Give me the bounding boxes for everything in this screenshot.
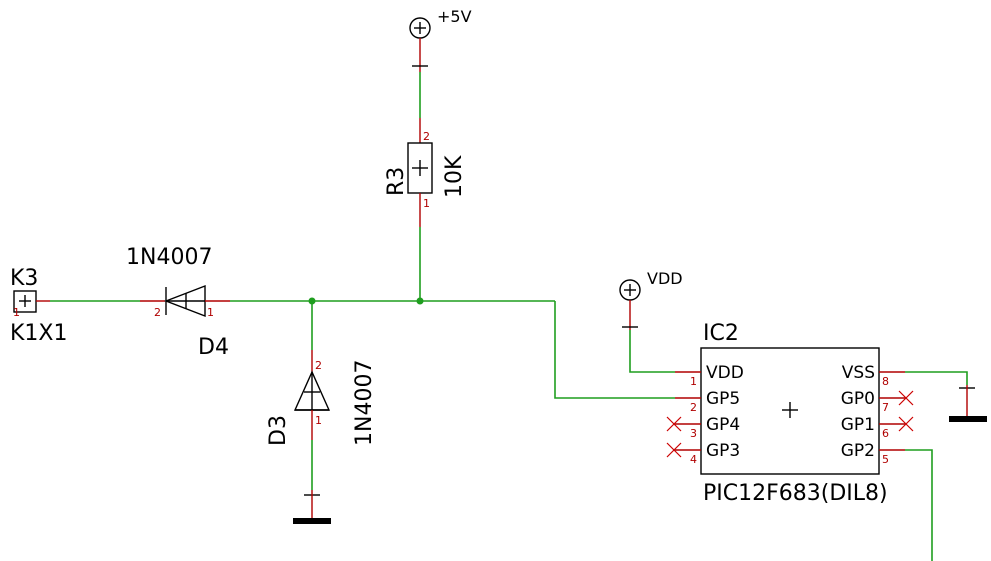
ic-pin-num: 5	[882, 453, 889, 466]
ic-pin-name: GP3	[706, 441, 740, 461]
diode-d4: 2 1 1N4007 D4	[126, 245, 230, 360]
wire-vss-gnd	[905, 371, 968, 385]
ic-pin-num: 1	[690, 375, 697, 388]
connector-k3: 1 K3 K1X1	[10, 266, 68, 346]
ic-pin-num: 2	[690, 401, 697, 414]
d4-value: 1N4007	[126, 245, 212, 270]
junction-dot	[416, 297, 424, 305]
r3-value: 10K	[442, 155, 467, 198]
no-connect-marker	[666, 442, 682, 458]
k3-pin-num: 1	[13, 306, 20, 319]
ic-ic2: IC2 PIC12F683(DIL8) 1 2 3 4 VDD GP5 GP4 …	[666, 321, 914, 506]
ic-body	[700, 347, 880, 475]
ic-pin-num: 6	[882, 427, 889, 440]
supply-vdd: VDD	[619, 269, 683, 330]
ic-pin-name: VSS	[842, 363, 875, 383]
no-connect-marker	[898, 416, 914, 432]
d3-ref: D3	[266, 415, 291, 446]
ic-ref: IC2	[703, 321, 739, 346]
d4-ref: D4	[198, 335, 229, 360]
wire-node-gp5	[554, 301, 675, 399]
ic-pin-num: 7	[882, 401, 889, 414]
ic-pin-name: GP1	[841, 415, 875, 435]
d3-pin-bottom-num: 1	[315, 414, 322, 427]
d3-pin-top-num: 2	[315, 359, 322, 372]
supply-5v: +5V	[409, 7, 472, 72]
d4-pin-k-num: 1	[207, 306, 214, 319]
wire-vdd-ic	[629, 330, 675, 373]
no-connect-marker	[666, 416, 682, 432]
ic-pin-name: VDD	[706, 363, 744, 383]
no-connect-marker	[898, 390, 914, 406]
ground-vss	[949, 385, 987, 422]
ground-d3	[293, 490, 331, 524]
k3-ref: K3	[10, 266, 38, 291]
wire-gp2-out	[905, 449, 933, 561]
ic-pin-num: 8	[882, 375, 889, 388]
ic-pin-name: GP4	[706, 415, 740, 435]
ic-pin-name: GP5	[706, 389, 740, 409]
ic-pin-num: 4	[690, 453, 697, 466]
gnd-bar	[293, 518, 331, 524]
resistor-r3: 2 1 R3 10K	[384, 118, 467, 227]
r3-pin-top-num: 2	[423, 130, 430, 143]
supply-vdd-label: VDD	[647, 269, 683, 288]
supply-5v-label: +5V	[437, 7, 472, 26]
r3-ref: R3	[384, 167, 409, 196]
wires	[50, 72, 968, 561]
gnd-bar	[949, 416, 987, 422]
k3-value: K1X1	[10, 321, 68, 346]
d3-value: 1N4007	[352, 360, 377, 446]
ic-value: PIC12F683(DIL8)	[703, 481, 888, 506]
ic-pin-name: GP0	[841, 389, 875, 409]
ic-pin-name: GP2	[841, 441, 875, 461]
d4-pin-a-num: 2	[154, 306, 161, 319]
diode-d3: 2 1 D3 1N4007	[266, 350, 377, 446]
junction-dot	[308, 297, 316, 305]
r3-pin-bottom-num: 1	[423, 197, 430, 210]
ic-pin-num: 3	[690, 427, 697, 440]
